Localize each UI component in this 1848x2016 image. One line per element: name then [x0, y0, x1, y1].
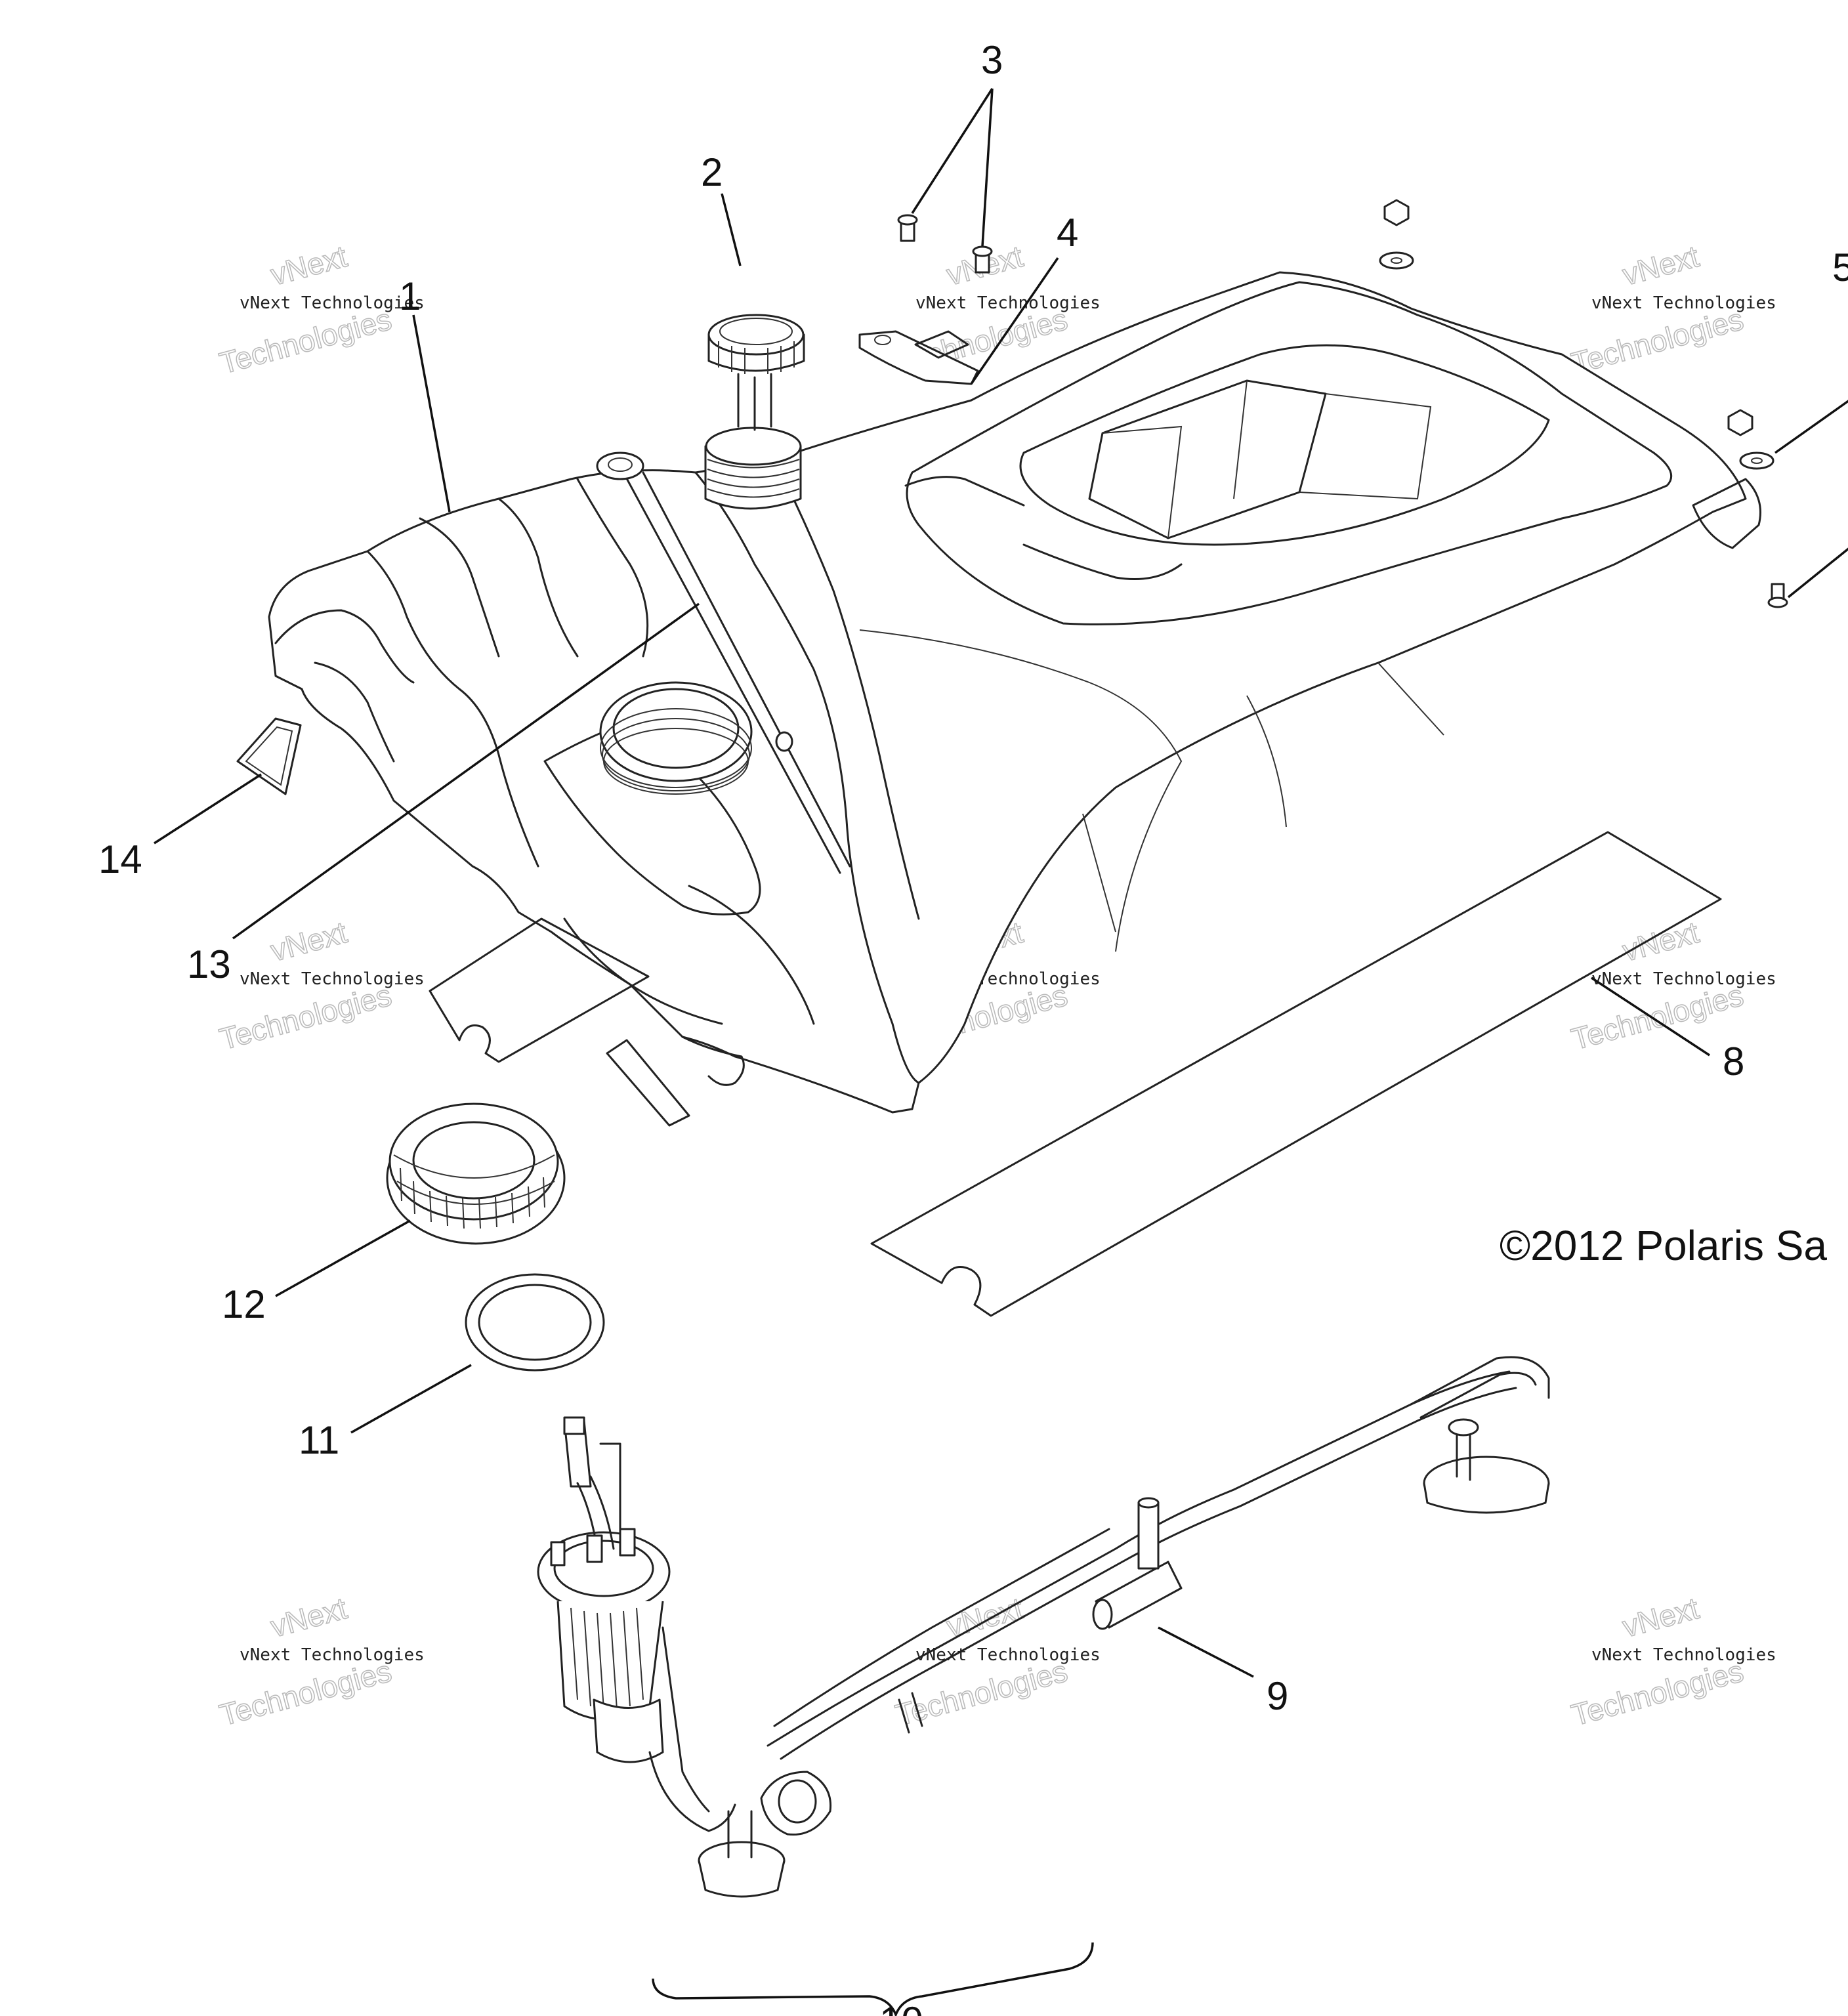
svg-text:vNext: vNext [1619, 915, 1702, 968]
callout-4: 4 [1057, 211, 1078, 255]
watermark: vNext Technologies vNext Technologies [1567, 238, 1776, 381]
watermark: vNext Technologies vNext Technologies [215, 1590, 425, 1732]
part-12-lock-ring [386, 1102, 566, 1245]
svg-text:Technologies: Technologies [1568, 302, 1747, 381]
callout-1: 1 [399, 274, 421, 318]
tank-pump-opening [599, 681, 753, 795]
svg-text:Technologies: Technologies [216, 978, 395, 1057]
svg-text:Technologies: Technologies [216, 1654, 395, 1732]
svg-text:Technologies: Technologies [1568, 978, 1747, 1057]
svg-text:Technologies: Technologies [1568, 1654, 1747, 1732]
watermark: vNext Technologies vNext Technologies [891, 1590, 1101, 1732]
callout-12: 12 [222, 1282, 266, 1326]
tank-pads [429, 917, 690, 1127]
part-10-brace [652, 1942, 1094, 2016]
watermark: vNext Technologies vNext Technologies [1567, 914, 1776, 1057]
svg-text:vNext Technologies: vNext Technologies [240, 969, 425, 989]
part-11-seal [465, 1273, 605, 1372]
part-14-label [236, 717, 302, 795]
callout-11: 11 [299, 1418, 339, 1462]
callout-3: 3 [981, 38, 1003, 82]
part-3-bolts [897, 214, 993, 274]
watermark: vNext Technologies vNext Technologies [215, 238, 425, 381]
part-8-heat-shield [870, 831, 1722, 1317]
watermark: vNext Technologies vNext Technologies [1567, 1590, 1776, 1732]
callout-2: 2 [701, 150, 723, 194]
part-2-fuel-cap [704, 314, 805, 510]
svg-text:vNext Technologies: vNext Technologies [240, 293, 425, 313]
callout-13: 13 [187, 942, 231, 986]
callout-9: 9 [1267, 1674, 1288, 1718]
svg-text:vNext Technologies: vNext Technologies [1591, 969, 1776, 989]
part-13-vent-tube [596, 452, 851, 874]
svg-text:vNext Technologies: vNext Technologies [1591, 1645, 1776, 1665]
part-10-fuel-pump-assembly [537, 1416, 832, 1898]
svg-text:vNext Technologies: vNext Technologies [915, 1645, 1101, 1665]
watermark: vNext Technologies vNext Technologies [215, 914, 425, 1057]
svg-text:Technologies: Technologies [216, 302, 395, 381]
copyright-notice: ©2012 Polaris Sa [1500, 1222, 1827, 1269]
callout-14: 14 [98, 837, 142, 881]
svg-text:vNext Technologies: vNext Technologies [240, 1645, 425, 1665]
svg-text:vNext: vNext [267, 1591, 350, 1644]
svg-text:vNext: vNext [267, 915, 350, 968]
svg-text:vNext Technologies: vNext Technologies [915, 293, 1101, 313]
svg-text:vNext: vNext [1619, 1591, 1702, 1644]
callout-labels: 1 2 3 4 5 8 9 10 11 12 13 14 [98, 38, 1848, 2016]
svg-text:Technologies: Technologies [892, 1654, 1071, 1732]
leader-lines [154, 88, 1848, 1678]
part-5-hardware [1379, 199, 1788, 608]
callout-10: 10 [879, 1999, 923, 2016]
svg-text:vNext Technologies: vNext Technologies [1591, 293, 1776, 313]
callout-5: 5 [1832, 245, 1848, 289]
svg-text:vNext: vNext [1619, 239, 1702, 292]
part-9-fuel-lines [766, 1356, 1550, 1760]
svg-text:vNext: vNext [267, 239, 350, 292]
callout-8: 8 [1723, 1040, 1744, 1083]
